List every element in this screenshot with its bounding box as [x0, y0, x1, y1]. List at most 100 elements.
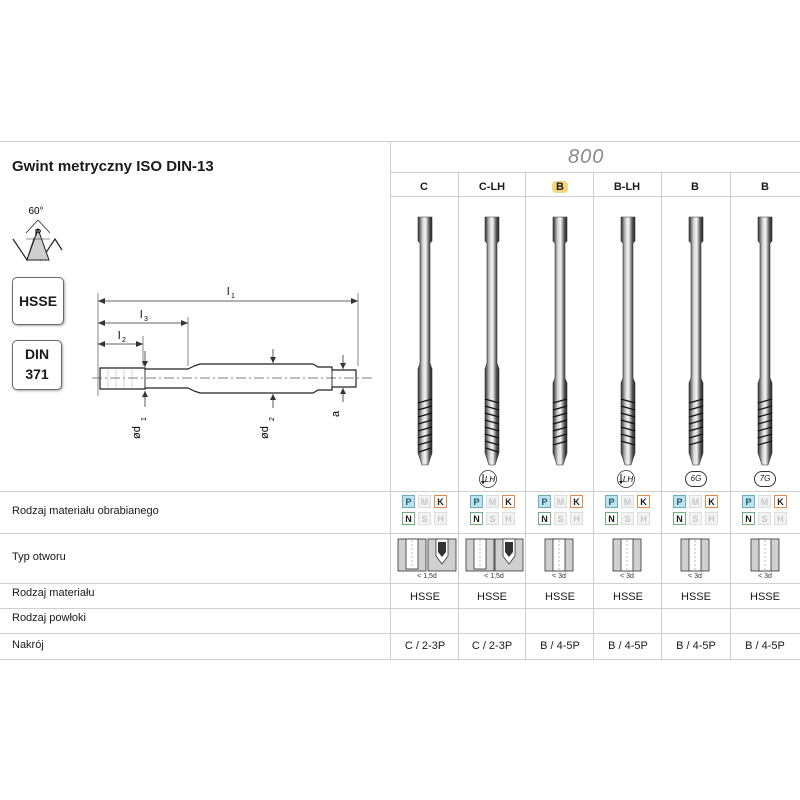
- hole-type-through-icon-5: [680, 538, 710, 572]
- tool-material-5: HSSE: [681, 591, 711, 603]
- dim-a: a: [330, 410, 342, 417]
- tap-image-2: [484, 216, 500, 466]
- hole-label-4: < 3d: [620, 573, 634, 580]
- material-p-2: P: [470, 495, 483, 508]
- tool-material-2: HSSE: [477, 591, 507, 603]
- left-hand-badge-4-label: LH: [623, 475, 633, 484]
- thread-angle-label: 60°: [28, 206, 43, 217]
- col-divider-0: [390, 141, 391, 659]
- tap-image-5: [688, 216, 704, 466]
- thread-profile-icon: 60° P: [12, 206, 63, 262]
- row-label-workpiece-material: Rodzaj materiału obrabianego: [12, 505, 159, 517]
- hole-type-through-icon-4: [612, 538, 642, 572]
- dim-l3-sub: 3: [144, 316, 148, 323]
- material-h-2: H: [502, 512, 515, 525]
- col-divider-5: [730, 172, 731, 659]
- bottom-border: [0, 659, 800, 660]
- tap-image-4: [620, 216, 636, 466]
- tool-material-4: HSSE: [613, 591, 643, 603]
- material-m-4: M: [621, 495, 634, 508]
- row-label-coating: Rodzaj powłoki: [12, 612, 86, 624]
- cut-value-5: B / 4-5P: [676, 640, 716, 652]
- hole-label-2: < 1,5d: [484, 573, 504, 580]
- material-k-3: K: [570, 495, 583, 508]
- pitch-label: P: [35, 228, 42, 239]
- material-k-4: K: [637, 495, 650, 508]
- dim-l1: l: [227, 286, 229, 298]
- column-header-4: B-LH: [613, 181, 641, 193]
- material-n-5: N: [673, 512, 686, 525]
- hole-label-6: < 3d: [758, 573, 772, 580]
- left-hand-badge-4: LH: [617, 470, 635, 488]
- material-n-4: N: [605, 512, 618, 525]
- material-s-4: S: [621, 512, 634, 525]
- cut-value-2: C / 2-3P: [471, 640, 513, 652]
- tap-image-1: [417, 216, 433, 466]
- material-p-5: P: [673, 495, 686, 508]
- cut-value-6: B / 4-5P: [745, 640, 785, 652]
- material-n-1: N: [402, 512, 415, 525]
- dim-l2: l: [118, 330, 120, 342]
- material-n-2: N: [470, 512, 483, 525]
- hole-label-5: < 3d: [688, 573, 702, 580]
- tap-image-3: [552, 216, 568, 466]
- tool-material-1: HSSE: [410, 591, 440, 603]
- row-label-tool-material: Rodzaj materiału: [12, 587, 95, 599]
- material-s-2: S: [486, 512, 499, 525]
- material-p-3: P: [538, 495, 551, 508]
- hole-type-through-icon-6: [750, 538, 780, 572]
- tool-material-6: HSSE: [750, 591, 780, 603]
- column-header-1: C: [420, 181, 428, 193]
- left-hand-badge-2: LH: [479, 470, 497, 488]
- product-sheet: Gwint metryczny ISO DIN-13 800 C C-LH B …: [0, 141, 800, 661]
- top-border: [0, 141, 800, 142]
- material-h-4: H: [637, 512, 650, 525]
- col-divider-3: [593, 172, 594, 659]
- row-label-cut: Nakrój: [12, 639, 44, 651]
- material-m-2: M: [486, 495, 499, 508]
- column-header-3: B: [530, 181, 590, 193]
- material-p-6: P: [742, 495, 755, 508]
- hole-type-blind-icon-1b: [427, 538, 457, 572]
- tool-material-3: HSSE: [545, 591, 575, 603]
- material-m-6: M: [758, 495, 771, 508]
- material-h-3: H: [570, 512, 583, 525]
- material-k-1: K: [434, 495, 447, 508]
- dim-l3: l: [140, 309, 142, 321]
- material-p-4: P: [605, 495, 618, 508]
- material-box: HSSE: [12, 277, 64, 325]
- header-divider: [390, 196, 800, 197]
- material-m-3: M: [554, 495, 567, 508]
- column-header-5: B: [691, 181, 699, 193]
- row-divider-2: [0, 533, 800, 534]
- dim-l1-sub: 1: [231, 293, 235, 300]
- row-divider-3: [0, 583, 800, 584]
- material-m-5: M: [689, 495, 702, 508]
- hole-type-blind-icon-2b: [494, 538, 524, 572]
- standard-box-line1: DIN: [24, 346, 50, 362]
- row-divider-1: [0, 491, 800, 492]
- material-h-5: H: [705, 512, 718, 525]
- column-header-2: C-LH: [478, 181, 506, 193]
- row-label-hole-type: Typ otworu: [12, 551, 66, 563]
- material-n-6: N: [742, 512, 755, 525]
- material-n-3: N: [538, 512, 551, 525]
- left-hand-badge-2-label: LH: [485, 475, 495, 484]
- material-p-1: P: [402, 495, 415, 508]
- row-divider-5: [0, 633, 800, 634]
- tap-image-6: [757, 216, 773, 466]
- col-divider-1: [458, 172, 459, 659]
- material-m-1: M: [418, 495, 431, 508]
- material-k-5: K: [705, 495, 718, 508]
- standard-box-line2: 371: [25, 366, 49, 382]
- page-title: Gwint metryczny ISO DIN-13: [12, 158, 214, 175]
- dim-d1-sub: 1: [141, 417, 148, 421]
- hole-type-through-icon-3: [544, 538, 574, 572]
- dim-d2: ød: [259, 426, 271, 439]
- tap-dimension-drawing: l 1 l 3 l 2 ød 1 ød 2 a: [92, 286, 372, 439]
- material-s-1: S: [418, 512, 431, 525]
- material-s-6: S: [758, 512, 771, 525]
- cut-value-4: B / 4-5P: [608, 640, 648, 652]
- dim-d2-sub: 2: [269, 417, 276, 421]
- col-divider-2: [525, 172, 526, 659]
